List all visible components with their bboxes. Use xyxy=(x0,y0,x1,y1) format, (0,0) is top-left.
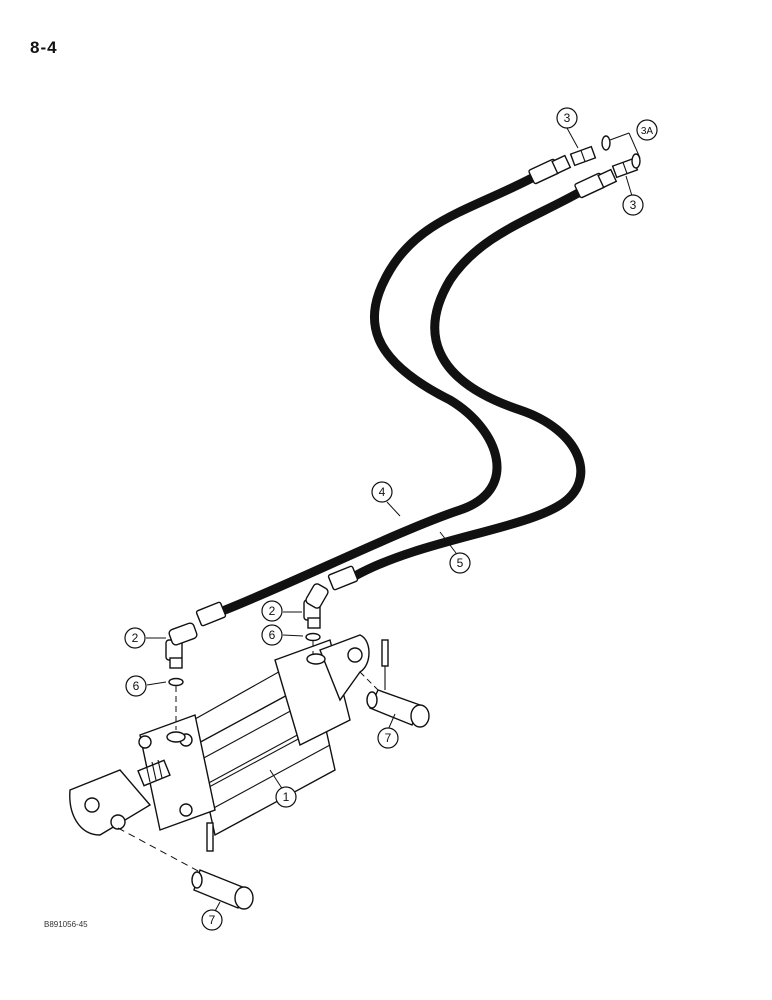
hose-5 xyxy=(327,168,618,591)
hydraulic-cylinder xyxy=(69,634,370,837)
elbow-fitting-left xyxy=(165,622,198,669)
callout-2-left: 2 xyxy=(124,627,146,649)
callout-6-right: 6 xyxy=(261,624,283,646)
callout-1-label: 1 xyxy=(283,790,290,804)
callout-3-top: 3 xyxy=(556,107,578,129)
callout-6-right-label: 6 xyxy=(269,628,276,642)
callout-7-bottom-label: 7 xyxy=(209,913,216,927)
callout-2-left-label: 2 xyxy=(132,631,139,645)
figure-code: B891056-45 xyxy=(44,920,88,929)
clevis-pin-right xyxy=(366,639,430,728)
o-ring-6-right xyxy=(305,632,321,642)
callout-3a: 3A xyxy=(636,119,658,141)
o-ring-3a-right xyxy=(631,153,641,169)
callout-7-right-label: 7 xyxy=(385,731,392,745)
callout-1: 1 xyxy=(275,786,297,808)
callout-2-right: 2 xyxy=(261,600,283,622)
fitting-3-top xyxy=(569,135,611,167)
callout-5: 5 xyxy=(449,552,471,574)
hose-4 xyxy=(195,154,572,627)
clevis-pin-bottom xyxy=(191,822,254,910)
callout-3a-label: 3A xyxy=(641,126,654,137)
o-ring-6-left xyxy=(168,677,184,687)
callout-3-right: 3 xyxy=(622,194,644,216)
callout-7-bottom: 7 xyxy=(201,909,223,931)
callout-7-right: 7 xyxy=(377,727,399,749)
callout-5-label: 5 xyxy=(457,556,464,570)
callout-2-right-label: 2 xyxy=(269,604,276,618)
callout-4-label: 4 xyxy=(379,485,386,499)
callout-6-left-label: 6 xyxy=(133,679,140,693)
callout-3-right-label: 3 xyxy=(630,198,637,212)
callout-6-left: 6 xyxy=(125,675,147,697)
callout-3-top-label: 3 xyxy=(564,111,571,125)
page-number: 8-4 xyxy=(30,38,58,57)
port-rear xyxy=(306,653,326,665)
fitting-3-right xyxy=(611,153,641,179)
port-front xyxy=(166,731,186,743)
callout-leaders xyxy=(146,127,641,914)
o-ring-3a-top xyxy=(601,135,611,151)
elbow-fitting-right xyxy=(303,583,329,629)
callout-4: 4 xyxy=(371,481,393,503)
